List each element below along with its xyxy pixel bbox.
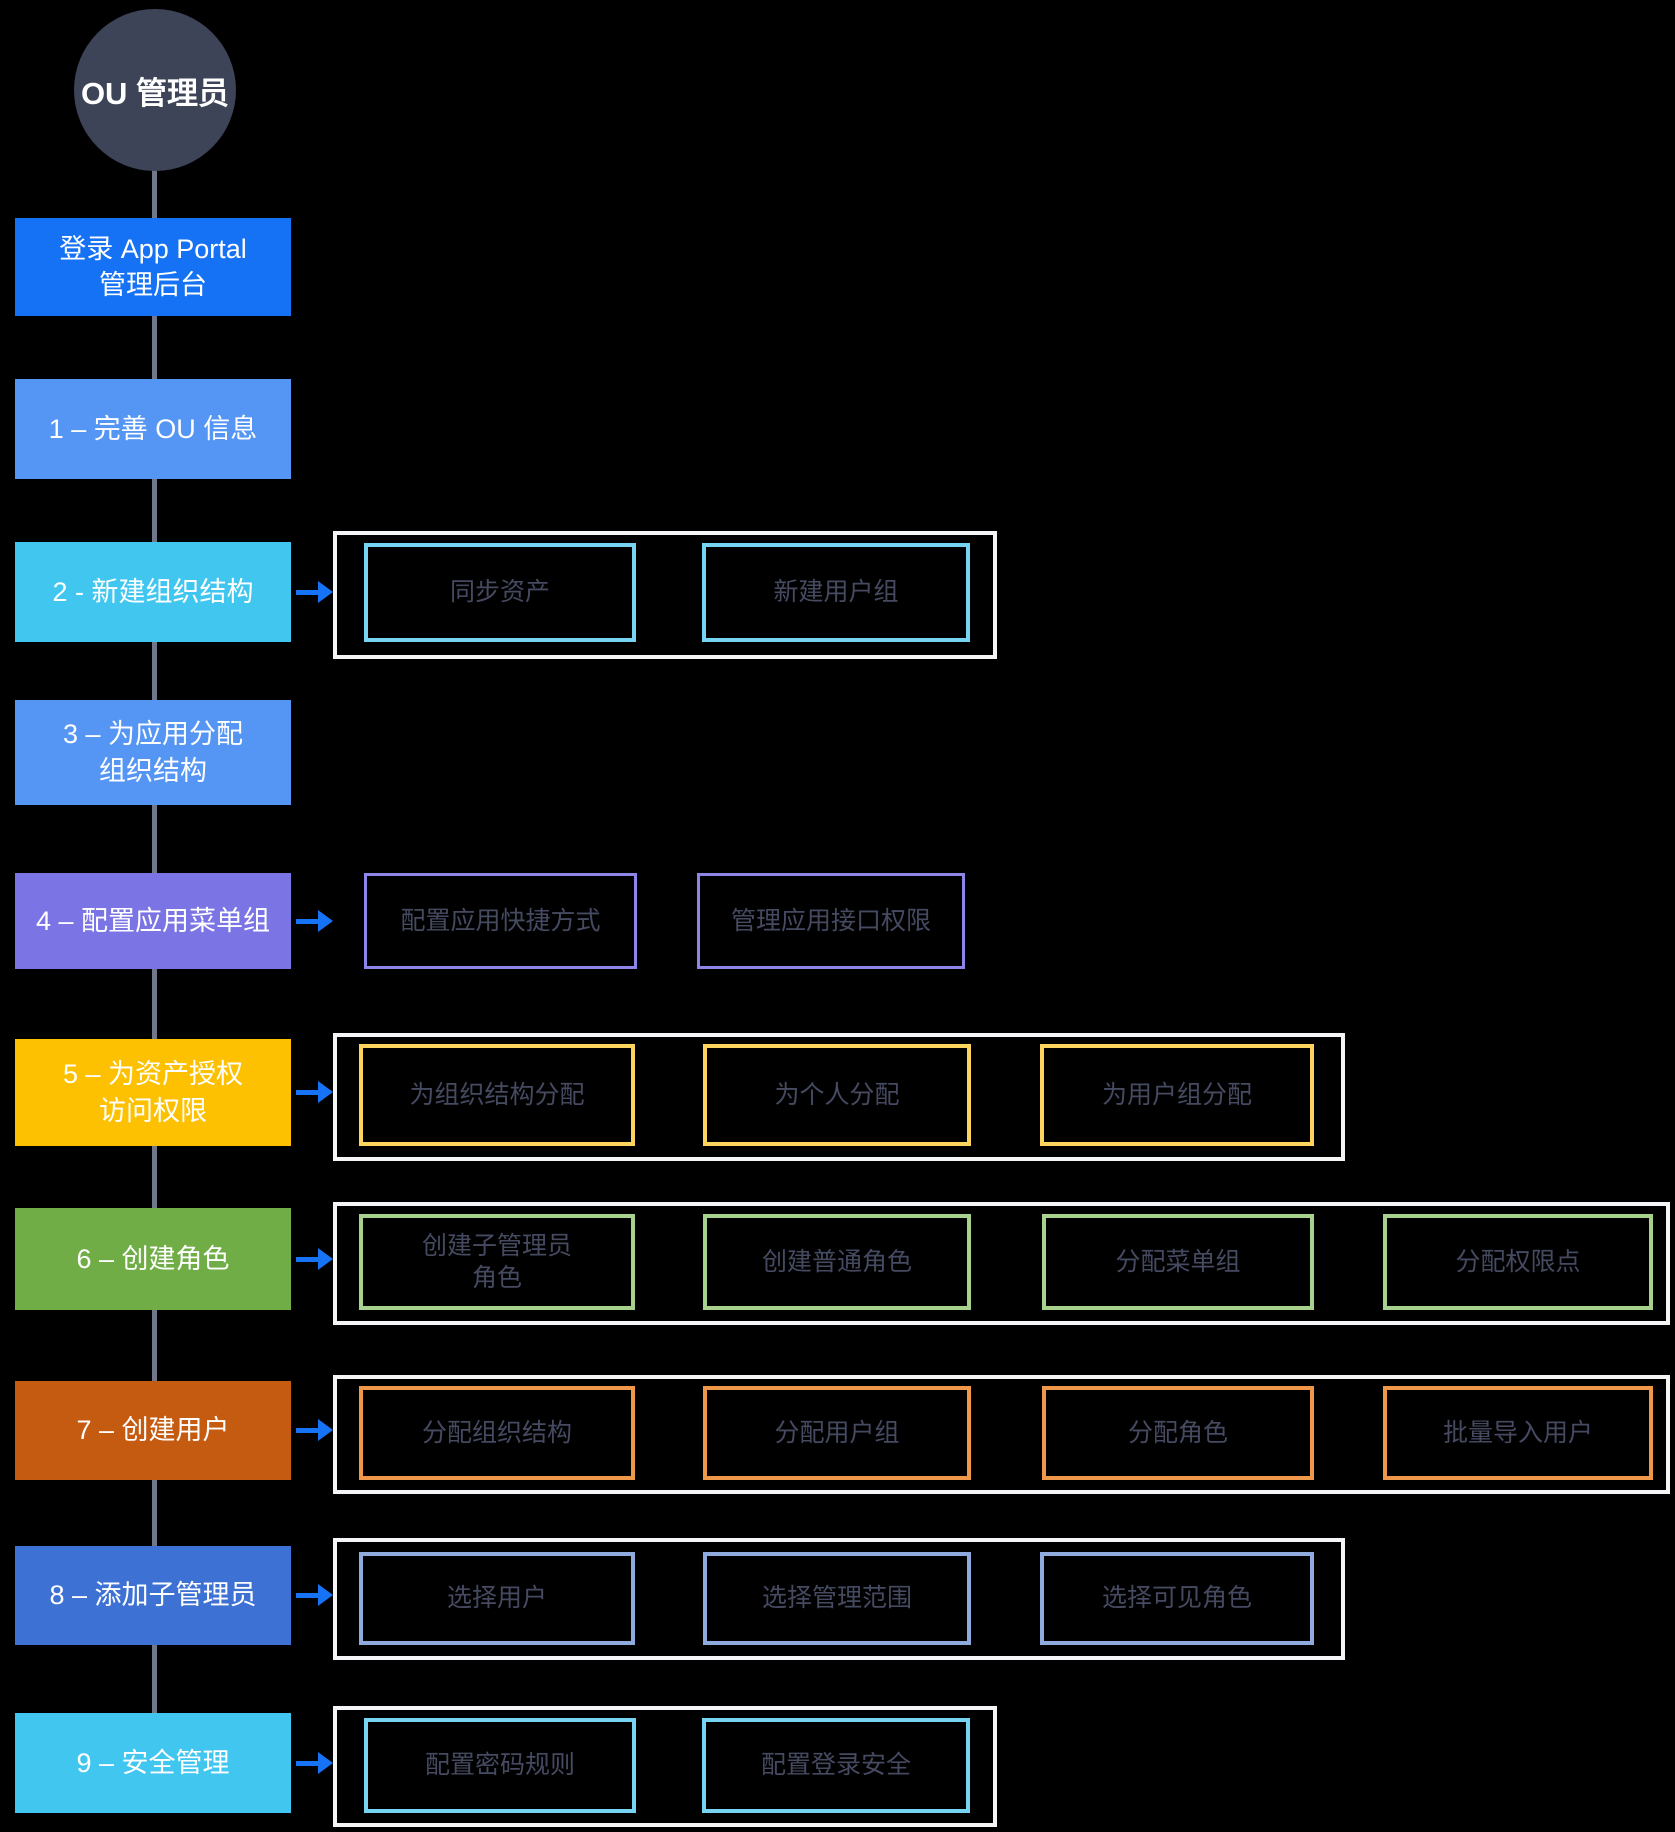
- step-6-node: 6 – 创建角色: [15, 1208, 291, 1310]
- substep-label: 配置应用快捷方式: [400, 906, 601, 935]
- substep-label: 同步资产: [449, 578, 550, 607]
- substep-box: 创建普通角色: [703, 1214, 971, 1310]
- substep-box: 新建用户组: [702, 543, 970, 642]
- step-6-substep-container: [333, 1202, 1670, 1325]
- substep-label: 为组织结构分配: [409, 1080, 585, 1109]
- substep-box: 分配组织结构: [359, 1386, 635, 1480]
- substep-label: 新建用户组: [773, 578, 899, 607]
- step-9-substep-container: [333, 1706, 997, 1827]
- substep-box: 配置应用快捷方式: [364, 873, 637, 969]
- substep-label: 为个人分配: [774, 1080, 900, 1109]
- substep-label: 分配菜单组: [1115, 1247, 1241, 1276]
- substep-box: 分配权限点: [1383, 1214, 1653, 1310]
- actor-label: OU 管理员: [80, 75, 230, 111]
- substep-box: 配置登录安全: [702, 1718, 970, 1813]
- substep-label: 选择用户: [446, 1584, 547, 1613]
- step-8-label: 8 – 添加子管理员: [49, 1580, 257, 1611]
- step-9-label: 9 – 安全管理: [76, 1747, 230, 1778]
- substep-label: 分配用户组: [774, 1418, 900, 1447]
- step-7-label: 7 – 创建用户: [76, 1415, 230, 1446]
- step-6-label: 6 – 创建角色: [76, 1243, 230, 1274]
- step-7-substep-container: [333, 1375, 1670, 1494]
- substep-box: 同步资产: [364, 543, 636, 642]
- substep-label: 分配组织结构: [421, 1418, 572, 1447]
- substep-label: 为用户组分配: [1101, 1080, 1252, 1109]
- substep-box: 为用户组分配: [1040, 1044, 1314, 1146]
- login-node: 登录 App Portal 管理后台: [15, 218, 291, 316]
- step-3-node: 3 – 为应用分配 组织结构: [15, 700, 291, 805]
- substep-box: 分配用户组: [703, 1386, 971, 1480]
- substep-box: 为组织结构分配: [359, 1044, 635, 1146]
- substep-box: 分配角色: [1042, 1386, 1314, 1480]
- substep-label: 配置密码规则: [424, 1751, 575, 1780]
- step-9-node: 9 – 安全管理: [15, 1713, 291, 1813]
- step-7-node: 7 – 创建用户: [15, 1381, 291, 1480]
- step-1-node: 1 – 完善 OU 信息: [15, 379, 291, 479]
- substep-label: 分配权限点: [1455, 1247, 1581, 1276]
- substep-box: 选择管理范围: [703, 1552, 971, 1645]
- substep-label: 选择管理范围: [761, 1584, 912, 1613]
- step-4-label: 4 – 配置应用菜单组: [35, 905, 271, 936]
- substep-box: 批量导入用户: [1383, 1386, 1653, 1480]
- substep-label: 管理应用接口权限: [730, 906, 931, 935]
- substep-box: 选择用户: [359, 1552, 635, 1645]
- step-2-substep-container: [333, 531, 997, 659]
- substep-box: 创建子管理员 角色: [359, 1214, 635, 1310]
- substep-label: 选择可见角色: [1101, 1584, 1252, 1613]
- step-2-node: 2 - 新建组织结构: [15, 542, 291, 642]
- substep-label: 批量导入用户: [1442, 1418, 1593, 1447]
- substep-box: 分配菜单组: [1042, 1214, 1314, 1310]
- step-5-label: 5 – 为资产授权 访问权限: [62, 1059, 244, 1126]
- step-3-label: 3 – 为应用分配 组织结构: [62, 719, 244, 786]
- login-label: 登录 App Portal 管理后台: [59, 233, 247, 300]
- substep-box: 管理应用接口权限: [697, 873, 965, 969]
- substep-label: 创建子管理员 角色: [421, 1231, 572, 1293]
- substep-box: 选择可见角色: [1040, 1552, 1314, 1645]
- step-1-label: 1 – 完善 OU 信息: [48, 413, 258, 444]
- step-8-node: 8 – 添加子管理员: [15, 1546, 291, 1645]
- substep-box: 配置密码规则: [364, 1718, 636, 1813]
- step-8-substep-container: [333, 1538, 1345, 1660]
- substep-label: 分配角色: [1127, 1418, 1228, 1447]
- step-2-label: 2 - 新建组织结构: [52, 576, 254, 607]
- actor-node: OU 管理员: [74, 9, 236, 171]
- step-5-node: 5 – 为资产授权 访问权限: [15, 1039, 291, 1146]
- step-4-node: 4 – 配置应用菜单组: [15, 873, 291, 969]
- substep-label: 创建普通角色: [761, 1247, 912, 1276]
- substep-label: 配置登录安全: [760, 1751, 911, 1780]
- substep-box: 为个人分配: [703, 1044, 971, 1146]
- step-5-substep-container: [333, 1033, 1345, 1161]
